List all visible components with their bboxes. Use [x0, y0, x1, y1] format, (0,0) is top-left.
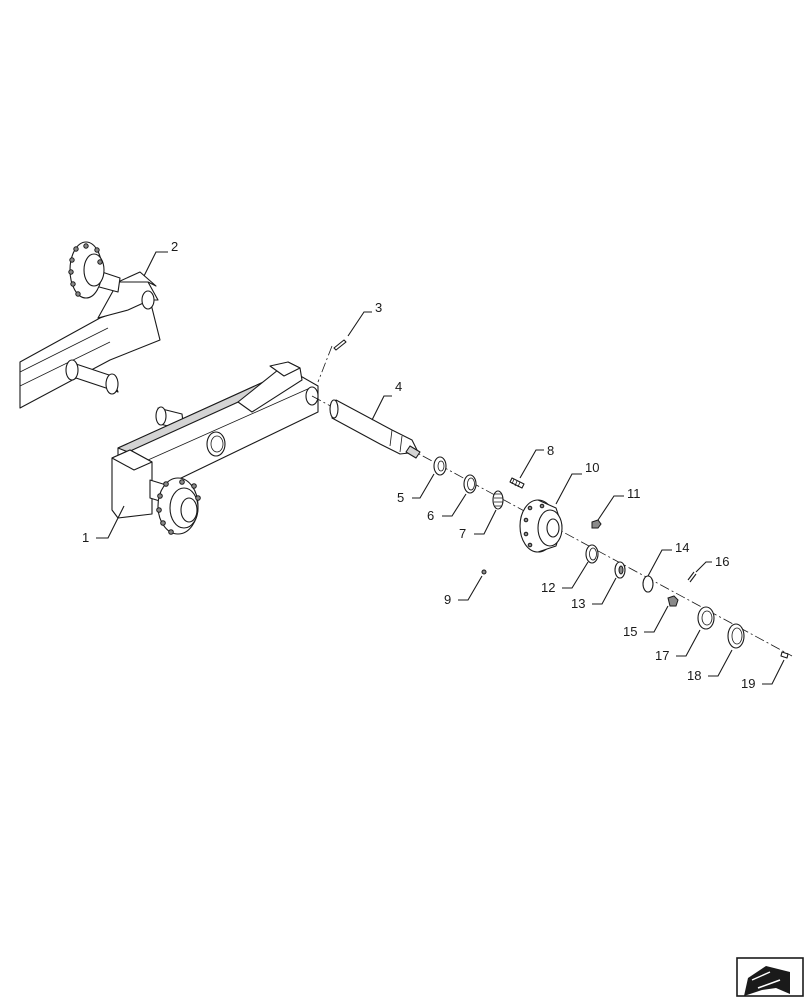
callout-4: 4 [395, 379, 402, 394]
callout-17: 17 [655, 648, 669, 663]
back-arrow-icon[interactable] [736, 957, 804, 997]
callout-5: 5 [397, 490, 404, 505]
washer [642, 575, 654, 593]
bearing-cup-inner [463, 474, 477, 494]
callout-9: 9 [444, 592, 451, 607]
roll-pin [333, 339, 347, 351]
callout-3: 3 [375, 300, 382, 315]
callout-11: 11 [627, 486, 641, 501]
wheel-hub [519, 499, 563, 553]
callout-18: 18 [687, 668, 701, 683]
callout-12: 12 [541, 580, 555, 595]
callout-15: 15 [623, 624, 637, 639]
callout-1: 1 [82, 530, 89, 545]
cotter-pin [687, 571, 697, 583]
callout-16: 16 [715, 554, 729, 569]
dust-cap-gasket [697, 606, 715, 630]
bearing-cup-outer [585, 544, 599, 564]
leader-lines [96, 251, 785, 685]
callout-2: 2 [171, 239, 178, 254]
dust-cap [727, 623, 745, 649]
axle-assembly-rear [19, 241, 161, 409]
callout-8: 8 [547, 443, 554, 458]
callout-10: 10 [585, 460, 599, 475]
callout-19: 19 [741, 676, 755, 691]
callout-14: 14 [675, 540, 689, 555]
bearing-cone-inner [492, 490, 504, 510]
bearing-cone-outer [614, 561, 626, 579]
wheel-nut [591, 519, 602, 529]
seal [433, 456, 447, 476]
callout-7: 7 [459, 526, 466, 541]
pin-centerline [317, 345, 333, 383]
plug [780, 651, 789, 659]
spindle-shaft [329, 399, 421, 459]
callout-13: 13 [571, 596, 585, 611]
callout-labels: 1 2 3 4 5 6 7 8 9 10 11 12 13 14 15 16 1… [82, 239, 755, 691]
callout-6: 6 [427, 508, 434, 523]
castle-nut [667, 595, 679, 607]
wheel-stud [509, 477, 525, 489]
grease-fitting [481, 569, 487, 575]
axle-beam [111, 361, 319, 535]
